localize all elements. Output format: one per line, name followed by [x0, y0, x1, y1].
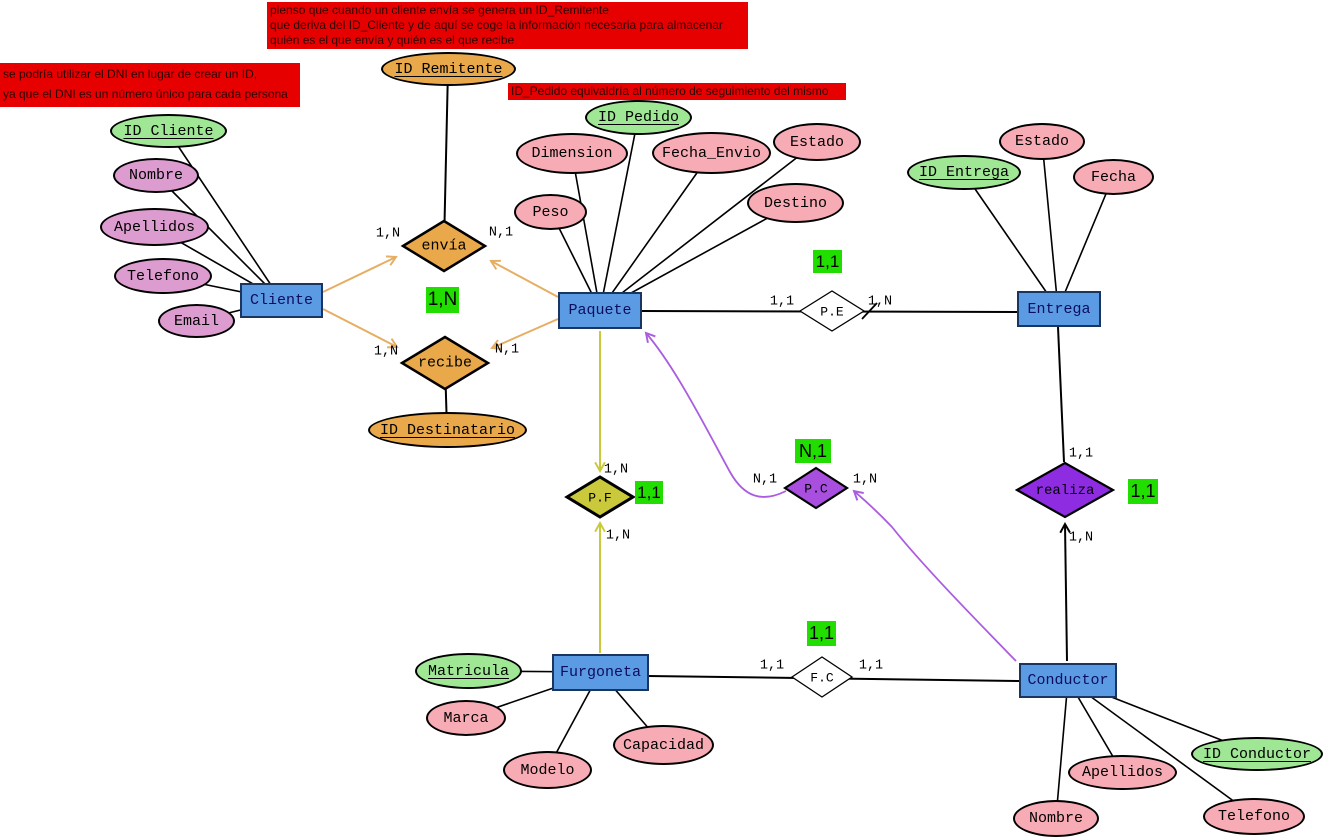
- attribute-apellidos-cliente: Apellidos: [100, 208, 209, 246]
- relationship-diamonds: [399, 219, 1116, 698]
- cardinality-envia-right: N,1: [488, 225, 514, 241]
- cardinality-pf-bottom: 1,N: [605, 528, 631, 544]
- cardinality-pe-right: 1,N: [867, 294, 893, 310]
- attribute-destino: Destino: [747, 183, 844, 223]
- cardinality-pc-left: N,1: [752, 472, 778, 488]
- note-line: ya que el DNI es un número único para ca…: [3, 87, 288, 101]
- attribute-id-pedido: ID Pedido: [585, 100, 692, 135]
- relationship-envia-label: envía: [421, 237, 467, 255]
- highlight-cliente-paquete: 1,N: [426, 287, 459, 313]
- note-line: pienso que cuando un cliente envía se ge…: [270, 3, 609, 17]
- cardinality-pe-left: 1,1: [769, 294, 795, 310]
- diamond-pf: [564, 475, 636, 519]
- entity-entrega: Entrega: [1017, 291, 1101, 327]
- attribute-fecha-envio: Fecha_Envio: [652, 132, 771, 174]
- cardinality-realiza-bottom: 1,N: [1068, 530, 1094, 546]
- attribute-estado-entrega: Estado: [999, 123, 1085, 160]
- diamond-recibe: [399, 335, 491, 391]
- highlight-realiza: 1,1: [1128, 479, 1158, 504]
- attribute-email-cliente: Email: [158, 304, 235, 338]
- attribute-dimension: Dimension: [516, 133, 628, 174]
- attribute-matricula: Matricula: [415, 653, 522, 689]
- diamond-realiza: [1014, 461, 1116, 519]
- cardinality-fc-right: 1,1: [858, 658, 884, 674]
- diamond-fc: [790, 656, 854, 698]
- attribute-modelo: Modelo: [503, 751, 592, 789]
- highlight-pe: 1,1: [813, 250, 842, 273]
- relationship-fc-label: F.C: [810, 670, 834, 686]
- note-dni: se podría utilizar el DNI en lugar de cr…: [0, 63, 300, 107]
- relationship-pc-label: P.C: [804, 481, 828, 497]
- relationship-connectors-orange: [322, 255, 559, 350]
- attribute-peso: Peso: [514, 194, 587, 230]
- attribute-id-destinatario: ID Destinatario: [368, 412, 527, 448]
- highlight-pc: N,1: [795, 439, 831, 463]
- attribute-marca: Marca: [426, 700, 506, 736]
- attribute-estado-paquete: Estado: [773, 123, 861, 161]
- relationship-realiza-label: realiza: [1035, 483, 1095, 499]
- attribute-id-entrega: ID Entrega: [907, 155, 1021, 190]
- note-line: que deriva del ID_Cliente y de aquí se c…: [270, 18, 723, 32]
- attribute-nombre-cliente: Nombre: [113, 158, 199, 193]
- relationship-connectors-purple: [644, 331, 1017, 662]
- entity-conductor: Conductor: [1019, 663, 1117, 698]
- note-line: ID_Pedido equivaldría al número de segui…: [511, 84, 829, 98]
- diamond-envia: [400, 219, 488, 273]
- cardinality-realiza-top: 1,1: [1068, 446, 1094, 462]
- diamond-pc: [782, 466, 850, 510]
- entity-cliente: Cliente: [240, 283, 323, 318]
- attribute-nombre-conductor: Nombre: [1013, 800, 1099, 837]
- cardinality-envia-left: 1,N: [375, 226, 401, 242]
- attribute-capacidad: Capacidad: [613, 725, 714, 765]
- highlight-pf: 1,1: [635, 481, 663, 504]
- diamond-pe: [798, 290, 866, 332]
- note-remitente: pienso que cuando un cliente envía se ge…: [267, 2, 748, 49]
- cardinality-recibe-right: N,1: [494, 342, 520, 358]
- highlight-fc: 1,1: [807, 621, 836, 646]
- cardinality-pc-right: 1,N: [852, 472, 878, 488]
- cardinality-pf-top: 1,N: [603, 462, 629, 478]
- note-line: quién es el que envía y quién es el que …: [270, 33, 515, 47]
- relationship-pf-label: P.F: [588, 490, 612, 506]
- attribute-fecha-entrega: Fecha: [1073, 159, 1154, 195]
- attribute-telefono-cliente: Telefono: [114, 258, 212, 294]
- relationship-pe-label: P.E: [820, 304, 844, 320]
- entity-furgoneta: Furgoneta: [552, 654, 649, 691]
- attribute-id-cliente: ID Cliente: [110, 114, 227, 148]
- attribute-telefono-conductor: Telefono: [1203, 798, 1305, 835]
- attribute-apellidos-conductor: Apellidos: [1068, 755, 1177, 790]
- entity-paquete: Paquete: [558, 292, 642, 329]
- attribute-connectors: [153, 117, 1258, 819]
- note-line: se podría utilizar el DNI en lugar de cr…: [3, 67, 258, 81]
- relationship-recibe-label: recibe: [417, 354, 473, 372]
- note-pedido: ID_Pedido equivaldría al número de segui…: [508, 83, 846, 100]
- cardinality-fc-left: 1,1: [759, 658, 785, 674]
- attribute-id-remitente: ID Remitente: [381, 52, 516, 86]
- attribute-id-conductor: ID Conductor: [1191, 737, 1323, 771]
- cardinality-recibe-left: 1,N: [373, 344, 399, 360]
